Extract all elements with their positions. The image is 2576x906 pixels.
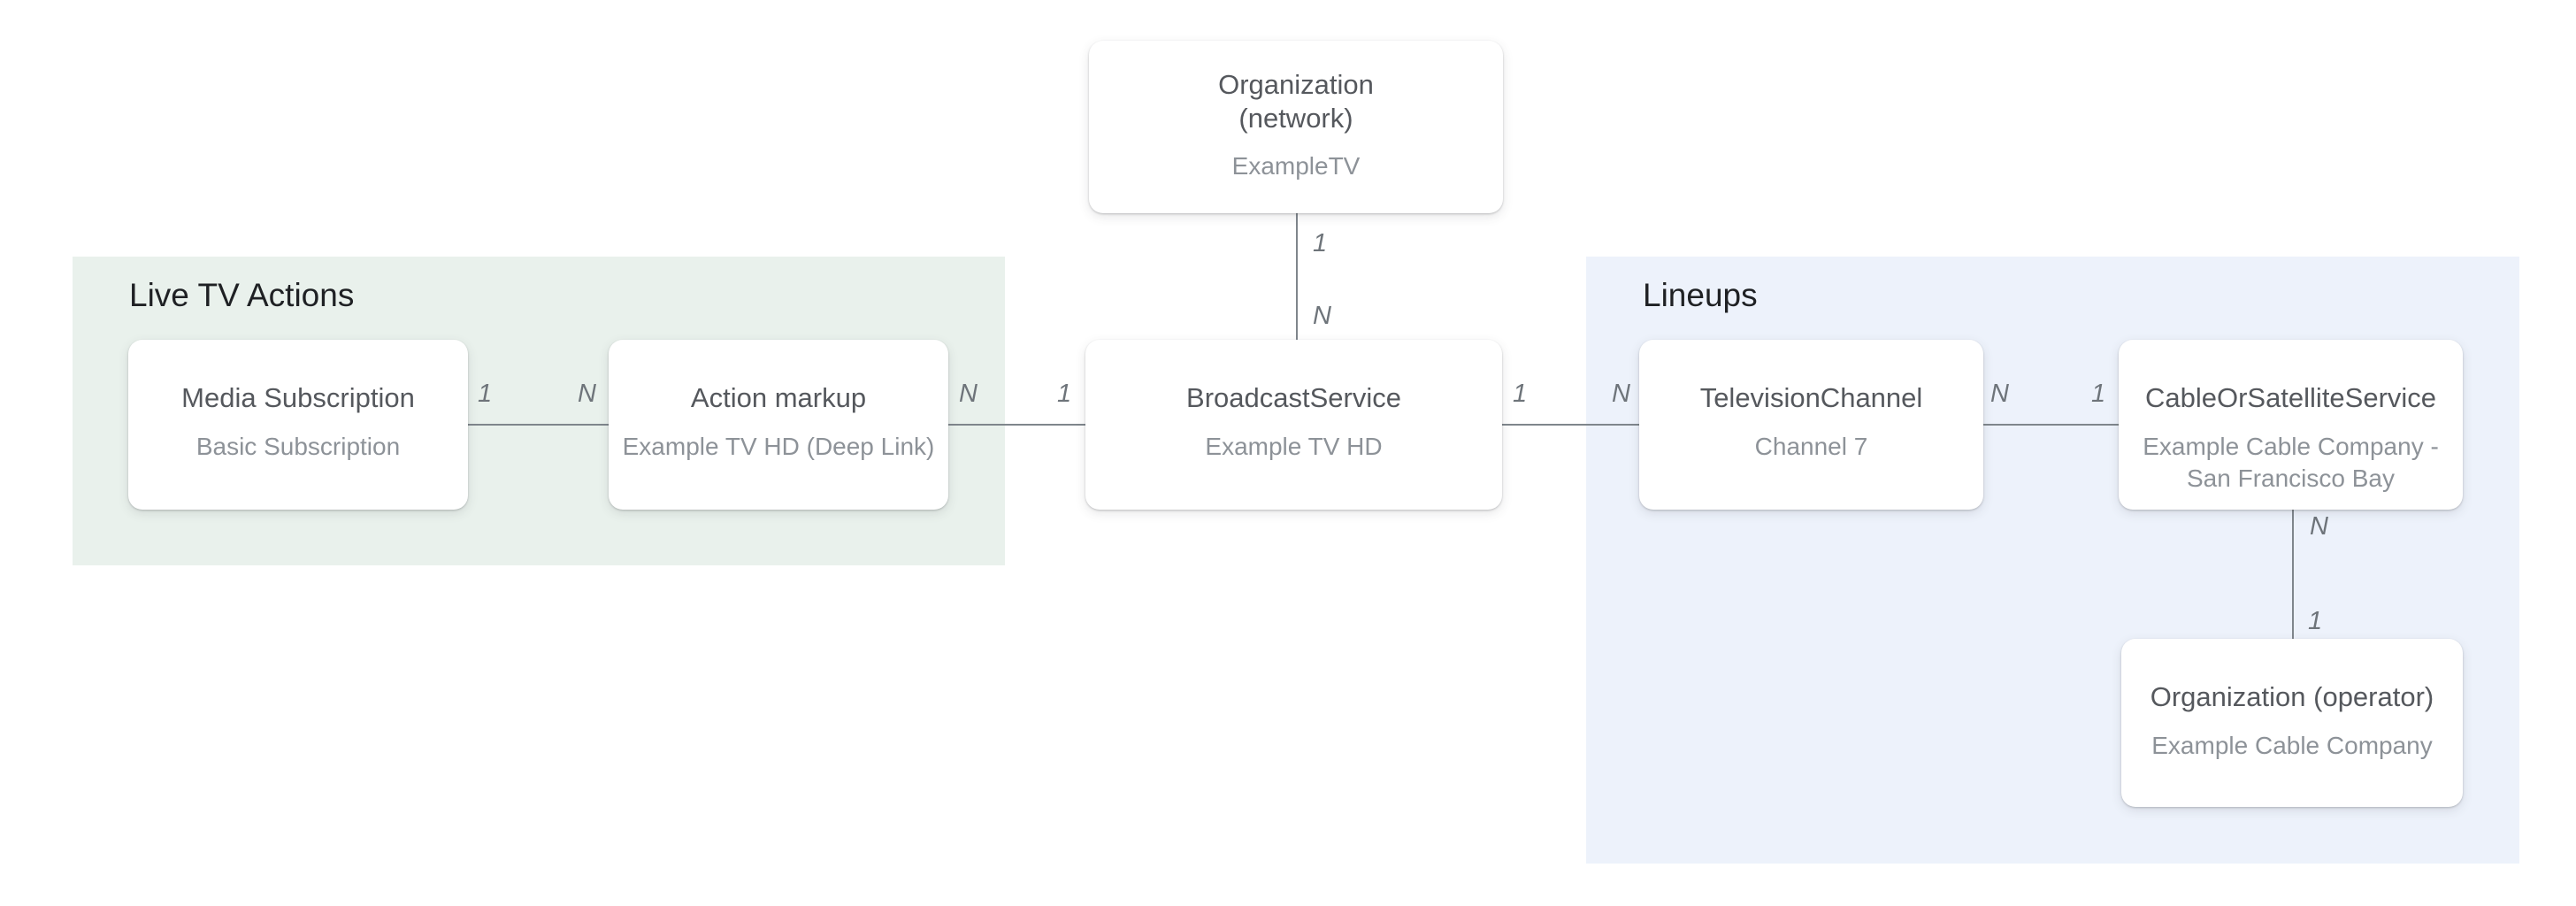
node-action-markup: Action markup Example TV HD (Deep Link)	[609, 340, 948, 510]
cardinality-broadcast-top-end: N	[1313, 302, 1331, 330]
node-organization-network-subtitle: ExampleTV	[1231, 152, 1361, 180]
node-cable-or-satellite-service-subtitle-line2: San Francisco Bay	[2187, 465, 2395, 492]
link-cable-operator-line	[2292, 510, 2294, 639]
node-media-subscription-subtitle: Basic Subscription	[196, 433, 401, 460]
cardinality-cable-left-end: 1	[2091, 380, 2106, 408]
node-cable-or-satellite-service-subtitle-line1: Example Cable Company -	[2143, 433, 2439, 460]
node-action-markup-subtitle: Example TV HD (Deep Link)	[622, 433, 935, 460]
node-cable-or-satellite-service-title: CableOrSatelliteService	[2144, 382, 2437, 413]
link-network-broadcast-line	[1296, 213, 1298, 340]
node-broadcast-service-subtitle: Example TV HD	[1205, 433, 1383, 460]
node-television-channel-title: TelevisionChannel	[1699, 382, 1923, 413]
node-media-subscription-title: Media Subscription	[181, 382, 415, 413]
node-broadcast-service-title: BroadcastService	[1186, 382, 1401, 413]
node-organization-network-title-line2: (network)	[1238, 103, 1353, 134]
cardinality-operator-end: 1	[2308, 607, 2323, 635]
region-lineups-heading: Lineups	[1643, 277, 1758, 313]
cardinality-action-right-end: N	[959, 380, 978, 408]
region-live-tv-actions-heading: Live TV Actions	[129, 277, 355, 313]
cardinality-network-end: 1	[1313, 229, 1328, 257]
node-television-channel-subtitle: Channel 7	[1754, 433, 1868, 460]
node-organization-operator-subtitle: Example Cable Company	[2151, 732, 2433, 759]
cardinality-broadcast-left-end: 1	[1057, 380, 1072, 408]
link-media-action-line	[468, 424, 609, 426]
cardinality-media-end: 1	[478, 380, 493, 408]
node-broadcast-service: BroadcastService Example TV HD	[1085, 340, 1502, 510]
link-broadcast-tv-line	[1502, 424, 1639, 426]
node-media-subscription: Media Subscription Basic Subscription	[128, 340, 468, 510]
link-action-broadcast-line	[948, 424, 1085, 426]
node-television-channel: TelevisionChannel Channel 7	[1639, 340, 1983, 510]
link-tv-cable-line	[1983, 424, 2119, 426]
cardinality-tv-right-end: N	[1990, 380, 2009, 408]
cardinality-broadcast-right-end: 1	[1513, 380, 1528, 408]
node-organization-operator-title: Organization (operator)	[2150, 681, 2434, 712]
node-action-markup-title: Action markup	[690, 382, 867, 413]
cardinality-cable-bottom-end: N	[2310, 512, 2328, 541]
node-organization-network: Organization (network) ExampleTV	[1089, 41, 1503, 213]
cardinality-action-left-end: N	[578, 380, 596, 408]
node-cable-or-satellite-service-subtitle: Example Cable Company - San Francisco Ba…	[2119, 431, 2463, 495]
node-cable-or-satellite-service: CableOrSatelliteService Example Cable Co…	[2119, 340, 2463, 510]
cardinality-tv-left-end: N	[1612, 380, 1630, 408]
node-organization-network-title-line1: Organization	[1218, 69, 1374, 100]
node-organization-operator: Organization (operator) Example Cable Co…	[2121, 639, 2463, 807]
